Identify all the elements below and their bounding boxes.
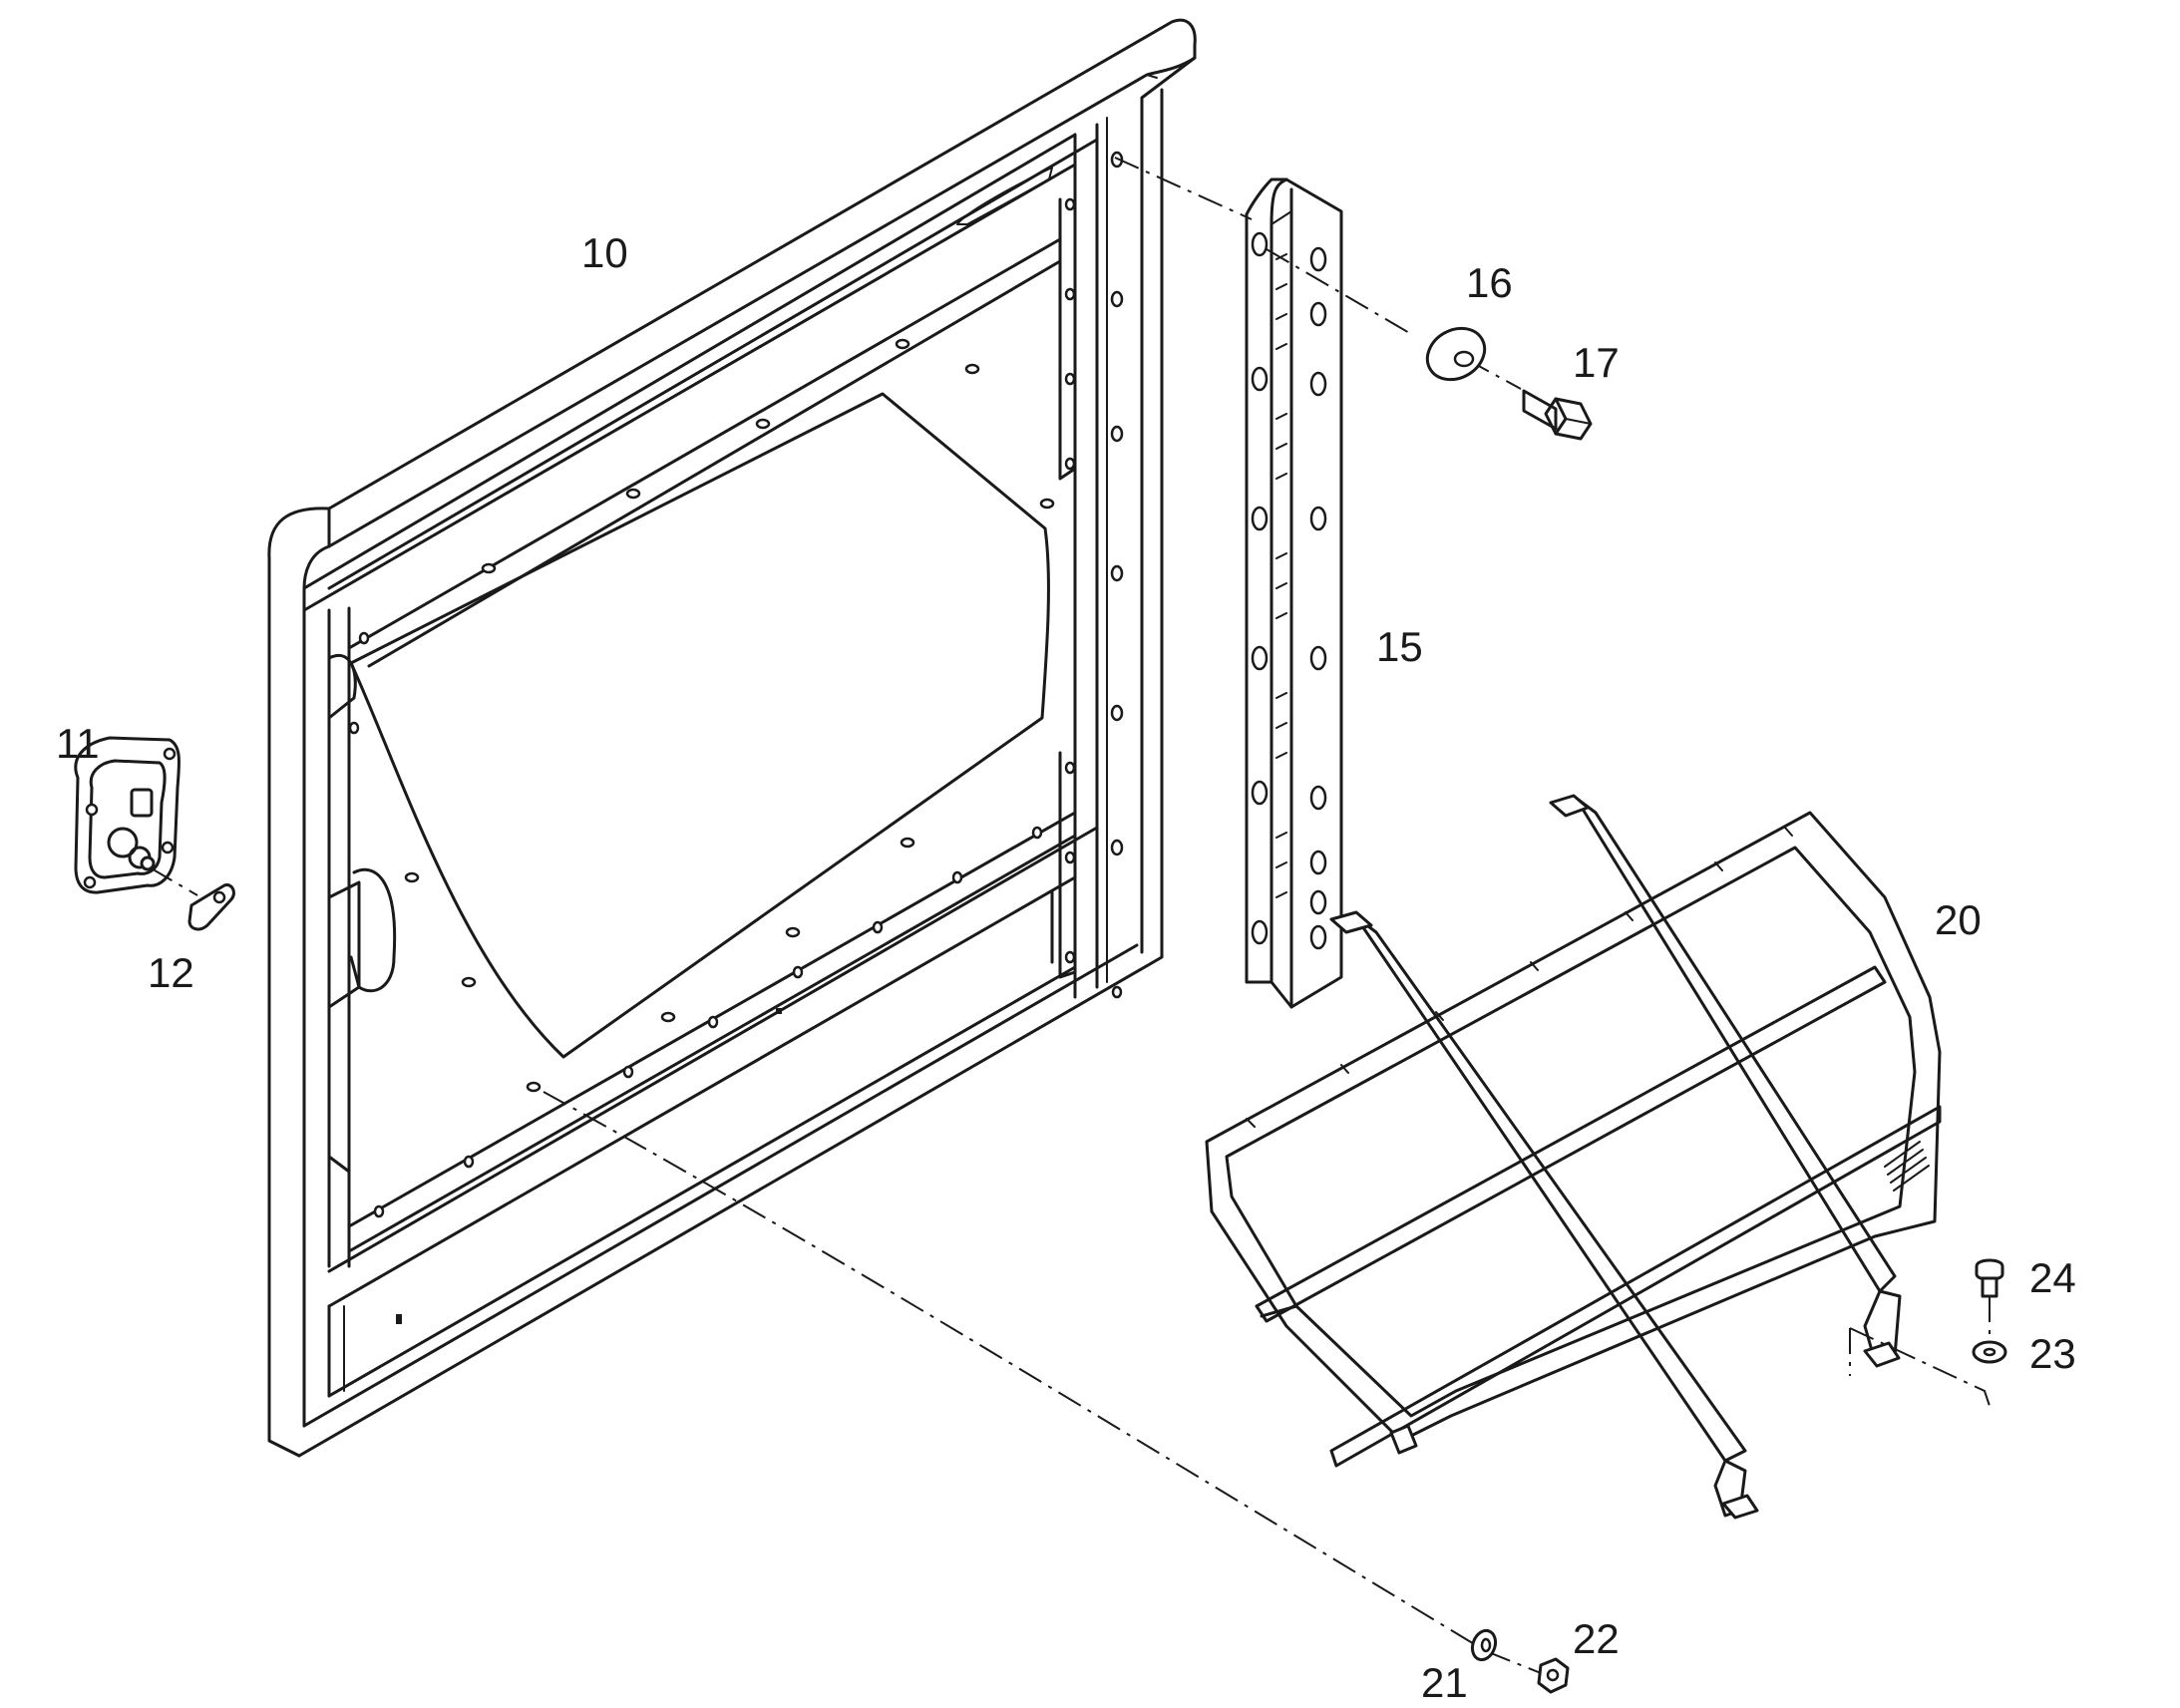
callout-22: 22 [1573, 1615, 1620, 1662]
assembly-line-bottom [543, 1091, 1477, 1646]
bracket-holes [1251, 231, 1327, 950]
latch-tab [187, 882, 235, 931]
callout-11: 11 [56, 720, 100, 767]
callout-15: 15 [1376, 623, 1423, 670]
callout-17: 17 [1573, 339, 1620, 386]
assembly-line-washer [1266, 248, 1412, 335]
hex-bolt [1522, 389, 1593, 441]
screw [1975, 1258, 2004, 1298]
callout-12: 12 [148, 949, 194, 996]
washer [1425, 326, 1487, 382]
assembly-line-right [1849, 1327, 1991, 1407]
hex-nut [1537, 1657, 1570, 1694]
door-frame-panel [267, 18, 1197, 1458]
callout-labels: 10 11 12 15 16 17 20 21 22 23 24 [56, 229, 2076, 1706]
frame-fastener-holes [348, 151, 1124, 1218]
flat-washer [1972, 1340, 2007, 1364]
callout-21: 21 [1421, 1659, 1468, 1706]
callout-10: 10 [581, 229, 628, 276]
hinge-bracket [1245, 177, 1343, 1009]
assembly-line-nut [1485, 1650, 1542, 1674]
callout-16: 16 [1466, 259, 1513, 306]
callout-24: 24 [2029, 1254, 2076, 1301]
window-guard-grille [1205, 794, 1942, 1520]
callout-20: 20 [1935, 896, 1982, 943]
callout-23: 23 [2029, 1330, 2076, 1377]
lock-handle-plate [74, 736, 198, 896]
lock-washer [1470, 1628, 1498, 1662]
assembly-line-top [1114, 157, 1253, 220]
